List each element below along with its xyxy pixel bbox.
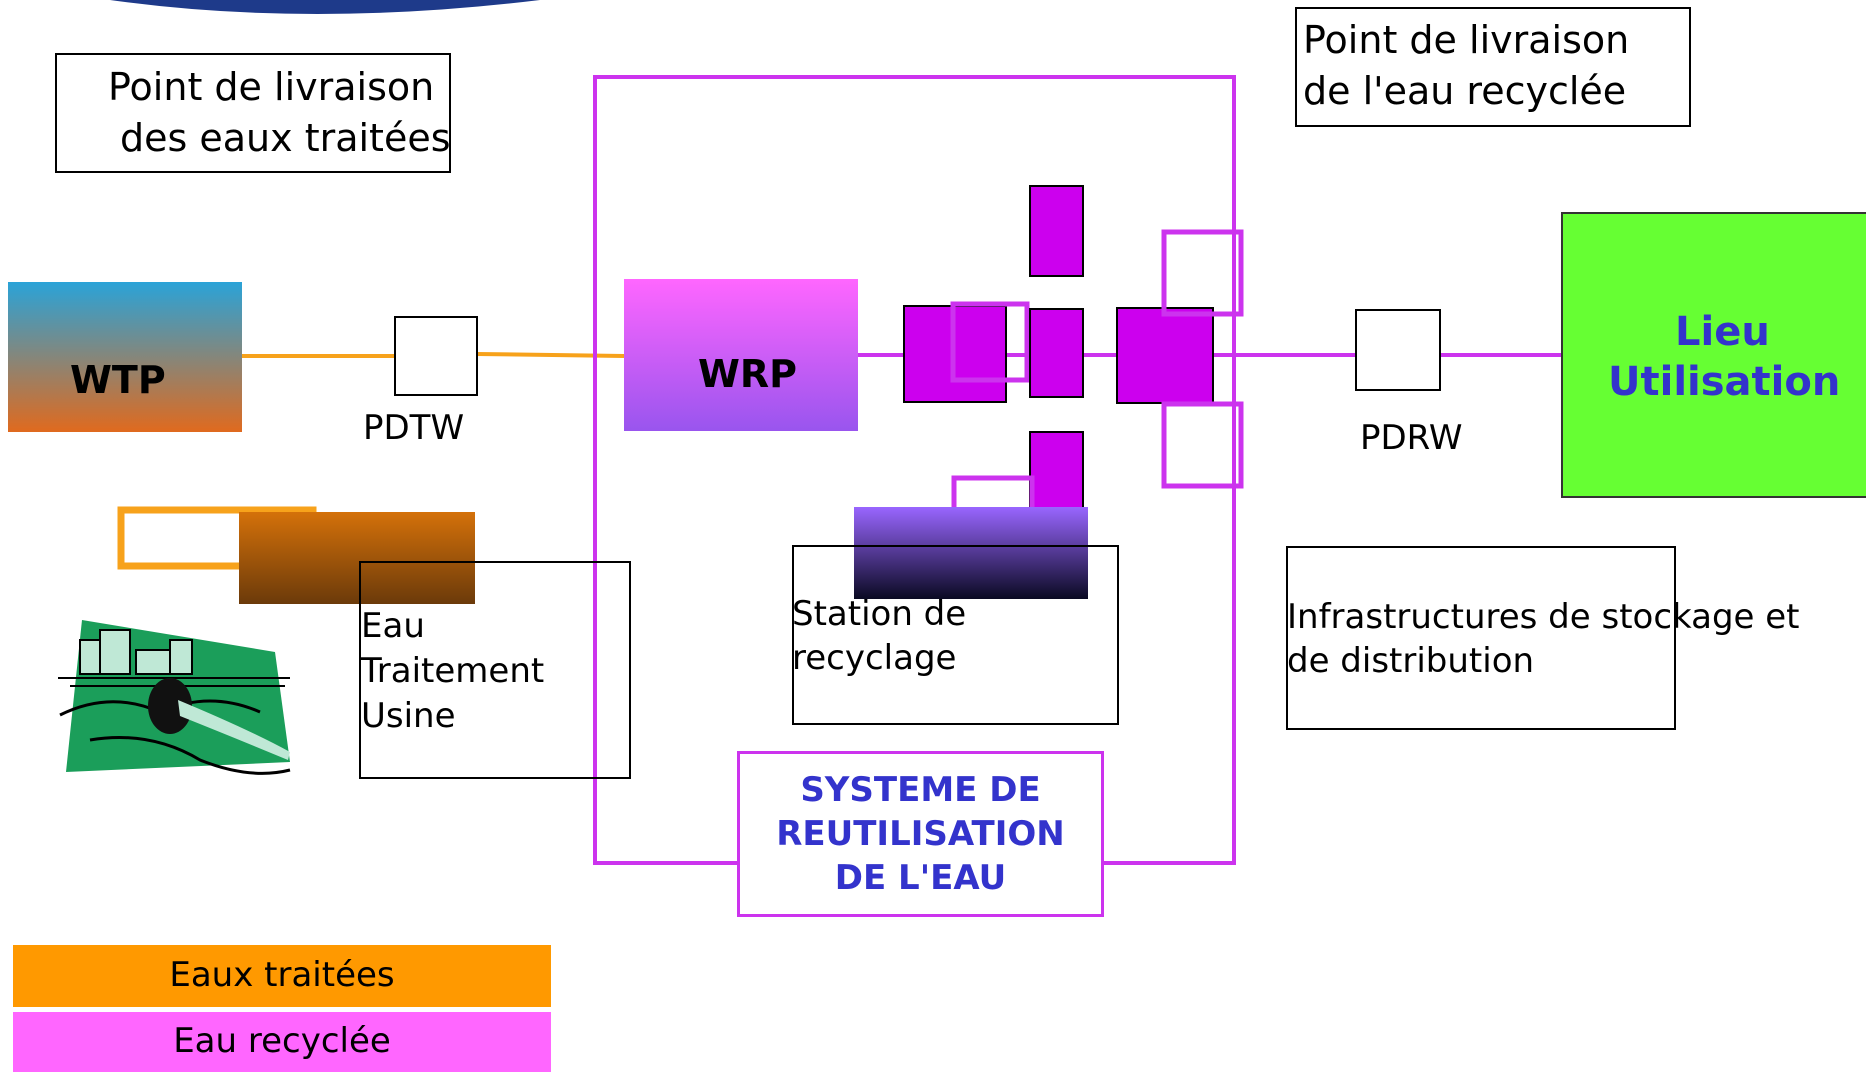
network-loop-top xyxy=(1161,229,1244,317)
legend-treated xyxy=(13,945,551,1007)
plant-caption-box xyxy=(359,561,631,779)
plant-caption-line1: Eau xyxy=(361,606,425,646)
plant-caption-line3: Usine xyxy=(361,696,456,736)
storage-caption-box xyxy=(1286,546,1676,730)
header-arc xyxy=(110,0,540,14)
wtp-block xyxy=(8,282,242,432)
reuse-system-frame xyxy=(593,75,1236,865)
recycling-station-caption-box xyxy=(792,545,1119,725)
pdrw-valve xyxy=(1355,309,1441,391)
treated-water-line xyxy=(242,352,625,358)
storage-caption-line1: Infrastructures de stockage et xyxy=(1287,597,1800,637)
recycled-delivery-label-line1: Point de livraison xyxy=(1303,18,1630,62)
pdtw-valve xyxy=(394,316,478,396)
legend-recycled-label: Eau recyclée xyxy=(173,1021,391,1061)
lieu-label-line2: Utilisation xyxy=(1608,359,1841,405)
network-loop-2 xyxy=(951,475,1035,513)
lieu-label-line1: Lieu xyxy=(1675,309,1770,355)
system-caption-line2: REUTILISATION xyxy=(776,814,1065,854)
network-middle-bar xyxy=(1029,308,1084,398)
network-loop-1 xyxy=(950,301,1030,383)
lieu-block xyxy=(1561,212,1866,498)
recycled-delivery-label-line2: de l'eau recyclée xyxy=(1303,69,1627,113)
legend-treated-label: Eaux traitées xyxy=(169,955,395,995)
system-caption-line1: SYSTEME DE xyxy=(800,770,1041,810)
recycled-delivery-box xyxy=(1295,7,1691,127)
storage-caption-line2: de distribution xyxy=(1287,641,1535,681)
wtp-label: WTP xyxy=(70,358,166,402)
treated-delivery-label-line2: des eaux traitées xyxy=(120,116,451,160)
legend-recycled xyxy=(13,1012,551,1072)
network-loop-bottom xyxy=(1161,401,1244,489)
recycling-station-caption-line1: Station de xyxy=(792,594,967,634)
pdtw-label: PDTW xyxy=(363,408,465,448)
network-tank-2 xyxy=(1116,307,1214,404)
wrp-label: WRP xyxy=(698,352,798,396)
factory-clipart-icon xyxy=(58,620,291,775)
treated-delivery-box xyxy=(55,53,451,173)
treatment-plant-tank xyxy=(239,512,475,604)
system-caption-line3: DE L'EAU xyxy=(834,858,1007,898)
wrp-block xyxy=(624,279,858,431)
plant-caption-line2: Traitement xyxy=(361,651,545,691)
treated-delivery-label-line1: Point de livraison xyxy=(108,65,435,109)
network-top-bar xyxy=(1029,185,1084,277)
network-bottom-bar xyxy=(1029,431,1084,513)
pdrw-label: PDRW xyxy=(1360,418,1463,458)
recycling-station-caption-line2: recyclage xyxy=(792,638,957,678)
recycling-station-tank xyxy=(854,507,1088,599)
system-caption-box xyxy=(737,751,1104,917)
